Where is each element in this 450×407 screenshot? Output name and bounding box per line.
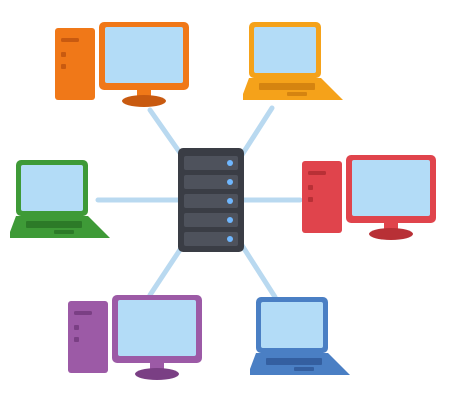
laptop-blue-icon [250,297,350,375]
desktop-computer-orange-icon [55,22,189,107]
laptop-orange-icon [243,22,343,100]
status-led-icon [227,217,233,223]
server-rack [178,148,244,252]
network-devices [10,22,436,380]
drive-bay [184,213,238,227]
desktop-computer-red-icon [302,155,436,240]
drive-bay [184,175,238,189]
drive-bay [184,194,238,208]
drive-bay [184,232,238,246]
status-led-icon [227,198,233,204]
status-led-icon [227,236,233,242]
laptop-green-icon [10,160,110,238]
desktop-computer-purple-icon [68,295,202,380]
status-led-icon [227,179,233,185]
drive-bay [184,156,238,170]
status-led-icon [227,160,233,166]
